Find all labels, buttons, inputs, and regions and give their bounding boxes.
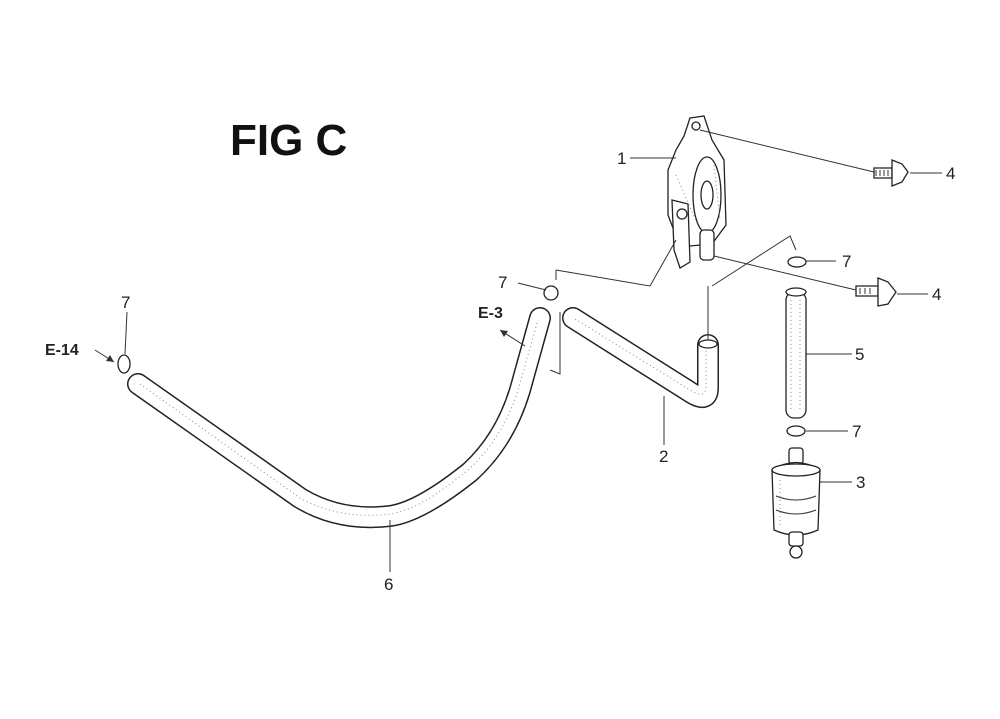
callout-6: 6 [384, 575, 393, 594]
screw-4-top [873, 159, 909, 187]
fuel-pump-1 [667, 115, 727, 269]
callout-7-left: 7 [121, 293, 130, 312]
figure-title: FIG C [230, 116, 347, 165]
clip-7-right-bottom [786, 425, 806, 437]
clip-7-right-top [787, 256, 807, 268]
callout-2: 2 [659, 447, 668, 466]
callout-7-right-bottom: 7 [852, 422, 861, 441]
callout-1: 1 [617, 149, 626, 168]
screw-4-mid [855, 277, 897, 307]
leader-lines [94, 129, 942, 572]
clip-7-left [117, 354, 131, 374]
fuel-hose-5 [785, 287, 807, 419]
callout-4-top: 4 [946, 164, 955, 183]
callout-7-right-top: 7 [842, 252, 851, 271]
callout-4-mid: 4 [932, 285, 941, 304]
fuel-hose-6 [127, 307, 551, 529]
fuel-filter-3 [771, 447, 821, 559]
callout-7-mid: 7 [498, 273, 507, 292]
hose-end-icon [698, 339, 718, 349]
reference-e14: E-14 [45, 342, 79, 359]
fuel-hose-2 [562, 307, 719, 409]
callout-3: 3 [856, 473, 865, 492]
callout-5: 5 [855, 345, 864, 364]
clip-7-mid [543, 285, 559, 301]
reference-e3: E-3 [478, 305, 503, 322]
